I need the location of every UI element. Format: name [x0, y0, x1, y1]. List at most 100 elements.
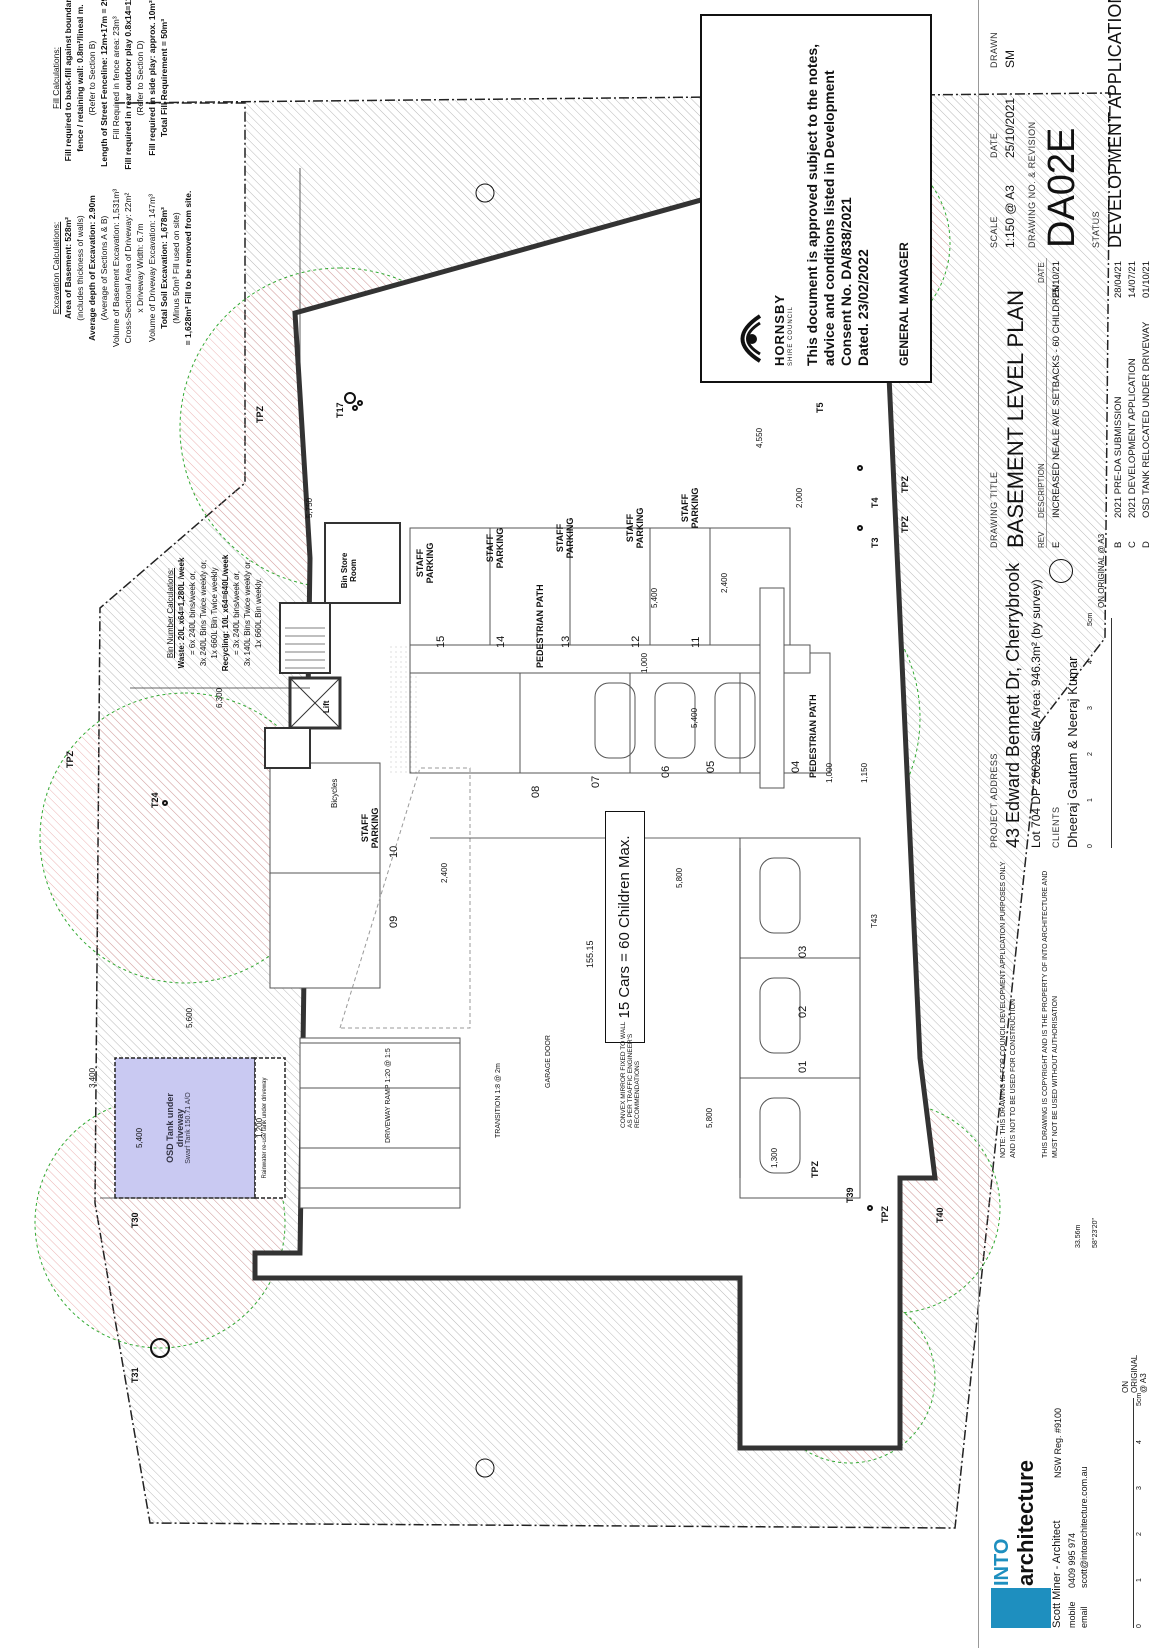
stamp-line1: This document is approved subject to the…: [804, 43, 820, 366]
dim-1150: 1,150: [860, 762, 869, 783]
staff-parking-label-14: STAFF PARKING: [485, 527, 505, 569]
tpz-label-4: TPZ: [900, 476, 910, 493]
stamp-line4: Dated. 23/02/2022: [855, 249, 871, 366]
bins-rec1: Recycling: 10L x64=640L/week: [221, 554, 230, 672]
north-arrow-icon: [1049, 559, 1073, 583]
pedestrian-path-2: [759, 587, 785, 789]
pedestrian-path-label-1: PEDESTRIAN PATH: [535, 584, 545, 668]
stair-lower: [264, 727, 311, 769]
dim-4550: 4,550: [755, 427, 764, 448]
into-logo: [991, 1588, 1051, 1628]
osd-tank-text: OSD Tank under driveway: [165, 1093, 185, 1163]
drawn-label: DRAWN: [989, 31, 999, 68]
staff-parking-label-13: STAFF PARKING: [555, 517, 575, 559]
dim-5400-b: 5,400: [690, 707, 699, 728]
staff-parking-label-11: STAFF PARKING: [680, 487, 700, 529]
bicycles-label: Bicycles: [330, 778, 339, 808]
rev-c-code: C: [1127, 541, 1138, 548]
dim-5800-a: 5,800: [675, 867, 684, 888]
status-label: STATUS: [1091, 210, 1101, 248]
drawing-no: DA02E: [1041, 127, 1083, 248]
stamp-line3: Consent No. DA/838/2021: [838, 197, 854, 366]
space-04: 04: [790, 760, 802, 773]
staff-parking-label-10: STAFF PARKING: [360, 807, 380, 849]
rtick-1: 1: [1087, 798, 1094, 802]
rev-b-date: 28/04/21: [1113, 261, 1124, 298]
bins-title: Bin Number Calculations:: [166, 567, 175, 659]
date-hdr: DATE: [989, 132, 999, 158]
parking-row-middle: [390, 643, 831, 774]
mobile-label: mobile: [1067, 1601, 1077, 1628]
space-09: 09: [388, 915, 400, 928]
revision-row-b: B 2021 PRE-DA SUBMISSION 28/04/21: [1113, 258, 1124, 548]
project-address: 43 Edward Bennett Dr, Cherrybrook: [1003, 562, 1023, 848]
bins-rec4: 1x 660L Bin weekly.: [254, 577, 263, 649]
fill-line7: (Refer to Section D): [135, 40, 145, 116]
dim-5400-a: 5,400: [650, 587, 659, 608]
rev-b-desc: 2021 PRE-DA SUBMISSION: [1113, 396, 1124, 518]
bin-store-room: [324, 522, 401, 604]
tpz-label-2: TPZ: [65, 751, 75, 768]
tpz-label-5: TPZ: [810, 1161, 820, 1178]
fill-line6: Fill required in rear outdoor play 0.8x1…: [123, 0, 133, 170]
rtick-2: 2: [1087, 752, 1094, 756]
tree-t39: T39: [845, 1187, 855, 1203]
tree-t24: T24: [150, 792, 160, 808]
space-07: 07: [590, 775, 602, 788]
fill-total: Total Fill Requirement = 50m³: [159, 18, 169, 138]
council-sub: SHIRE COUNCIL: [788, 305, 794, 366]
dimension-lines: [100, 168, 741, 1199]
parking-space-09: [269, 872, 381, 989]
excavation-depth: Average depth of Excavation: 2.90m: [87, 195, 97, 341]
rtick-0: 0: [1087, 844, 1094, 848]
tree-t5: T5: [815, 402, 825, 413]
osd-tank-label: OSD Tank under driveway Swarf Tank 150.7…: [165, 1078, 192, 1178]
revision-row-d: D OSD TANK RELOCATED UNDER DRIVEWAY 01/1…: [1141, 258, 1152, 548]
scale-label: SCALE: [989, 215, 999, 248]
drawing-no-label: DRAWING NO. & REVISION: [1027, 121, 1037, 248]
clients-value: Dheeraj Gautam & Neeraj Kumar: [1065, 656, 1080, 848]
logo-into-text: INTO: [991, 1538, 1013, 1586]
logo-arch-text: architecture: [1013, 1460, 1038, 1586]
osd-tank-sub: Swarf Tank 150.71 A/O: [185, 1092, 192, 1164]
dim-5400-osd: 5,400: [135, 1127, 144, 1148]
rev-d-code: D: [1141, 541, 1152, 548]
fill-line4: Length of Street Fenceline: 12m+17m = 29…: [99, 0, 109, 167]
fill-line2: fence / retaining wall: 0.8m²/lineal m.: [75, 4, 85, 152]
council-approval-stamp: HORNSBY SHIRE COUNCIL This document is a…: [700, 14, 932, 383]
rainwater-tank: [254, 1057, 286, 1199]
dim-1000-b: 1,000: [825, 762, 834, 783]
space-05: 05: [705, 760, 717, 773]
dim-1000-a: 1,000: [640, 652, 649, 673]
fill-line3: (Refer to Section B): [87, 40, 97, 116]
bins-waste3: 3x 240L Bins Twice weekly or,: [199, 559, 208, 667]
dim-1200: 1,200: [255, 1117, 264, 1138]
excavation-removed: = 1,628m³ Fill to be removed from site.: [183, 190, 193, 346]
dim-1300: 1,300: [770, 1147, 779, 1168]
stamp-signatory: GENERAL MANAGER: [897, 242, 911, 366]
driveway-ramp: [299, 1037, 461, 1209]
fill-line5: Fill Required in fence area: 23m³: [111, 16, 121, 140]
revision-row-e: E INCREASED NEALE AVE SETBACKS - 60 CHIL…: [1051, 258, 1062, 548]
mirror-note: CONVEX MIRROR FIXED TO WALL AS PER TRAFF…: [620, 1021, 641, 1128]
email-value: scott@intoarchitecture.com.au: [1079, 1466, 1089, 1588]
email-label: email: [1079, 1606, 1089, 1628]
space-06: 06: [660, 765, 672, 778]
scale-bar-left: 0 1 2 3 4 5cm: [1121, 1393, 1143, 1628]
parking-row-top: [409, 527, 791, 649]
space-10: 10: [388, 845, 400, 858]
rev-b-code: B: [1113, 541, 1124, 548]
architect-name: Scott Miner - Architect: [1051, 1520, 1063, 1628]
drawing-title-label: DRAWING TITLE: [989, 471, 999, 548]
excavation-total-note: (Minus 50m³ Fill used on site): [171, 212, 181, 324]
rev-c-date: 14/07/21: [1127, 261, 1138, 298]
dim-5750: 5,750: [305, 497, 314, 518]
desc-label: DESCRIPTION: [1037, 463, 1046, 518]
tpz-label-3: TPZ: [900, 516, 910, 533]
center-note-box: 15 Cars = 60 Children Max.: [605, 811, 645, 1043]
stair-core: [279, 602, 331, 674]
tree-t43: T43: [870, 914, 879, 928]
bin-store-label: Bin Store Room: [340, 552, 358, 589]
scale-value: 1:150 @ A3: [1003, 185, 1017, 248]
space-15: 15: [435, 635, 447, 648]
